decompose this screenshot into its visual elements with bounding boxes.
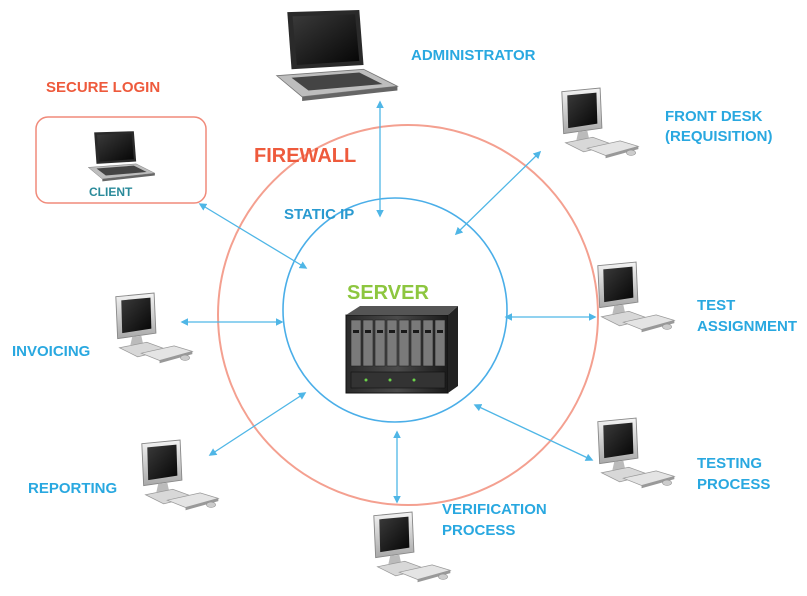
connector-reporting: [208, 392, 307, 456]
test-assignment-desktop-icon: [597, 261, 675, 333]
node-label-line: TESTING: [697, 455, 762, 472]
static-ip-label: STATIC IP: [284, 206, 354, 223]
node-label-testing-process: TESTING PROCESS: [697, 455, 770, 493]
client-label: CLIENT: [89, 185, 133, 199]
node-label-line: PROCESS: [442, 522, 515, 539]
node-label-line: ADMINISTRATOR: [411, 47, 536, 64]
testing-process-desktop-icon: [597, 417, 675, 489]
firewall-label: FIREWALL: [254, 145, 356, 167]
node-label-line: VERIFICATION: [442, 501, 547, 518]
firewall-ring: [217, 124, 599, 506]
node-label-line: INVOICING: [12, 343, 90, 360]
server-rack-icon: [345, 306, 458, 394]
front-desk-desktop-icon: [561, 87, 639, 159]
connector-front-desk: [454, 150, 542, 236]
node-label-line: REPORTING: [28, 480, 117, 497]
node-label-administrator: ADMINISTRATOR: [411, 47, 536, 64]
node-label-line: (REQUISITION): [665, 128, 773, 145]
node-label-line: PROCESS: [697, 476, 770, 493]
administrator-laptop-icon: [276, 9, 398, 102]
node-label-verification-process: VERIFICATION PROCESS: [442, 501, 551, 539]
node-label-line: TEST: [697, 297, 735, 314]
reporting-desktop-icon: [141, 439, 219, 511]
invoicing-desktop-icon: [115, 292, 193, 364]
node-label-invoicing: INVOICING: [12, 343, 90, 360]
connector-testing-process: [473, 404, 594, 461]
node-label-line: ASSIGNMENT: [697, 318, 797, 335]
secure-login-title: SECURE LOGIN: [46, 79, 160, 96]
node-label-reporting: REPORTING: [28, 480, 117, 497]
connector-client: [198, 203, 308, 269]
node-label-test-assignment: TEST ASSIGNMENT: [697, 297, 797, 335]
server-label: SERVER: [347, 282, 429, 304]
node-label-line: FRONT DESK: [665, 108, 763, 125]
node-label-front-desk: FRONT DESK (REQUISITION): [665, 108, 773, 145]
static-ip-ring: [282, 197, 508, 423]
verification-process-desktop-icon: [373, 511, 451, 583]
